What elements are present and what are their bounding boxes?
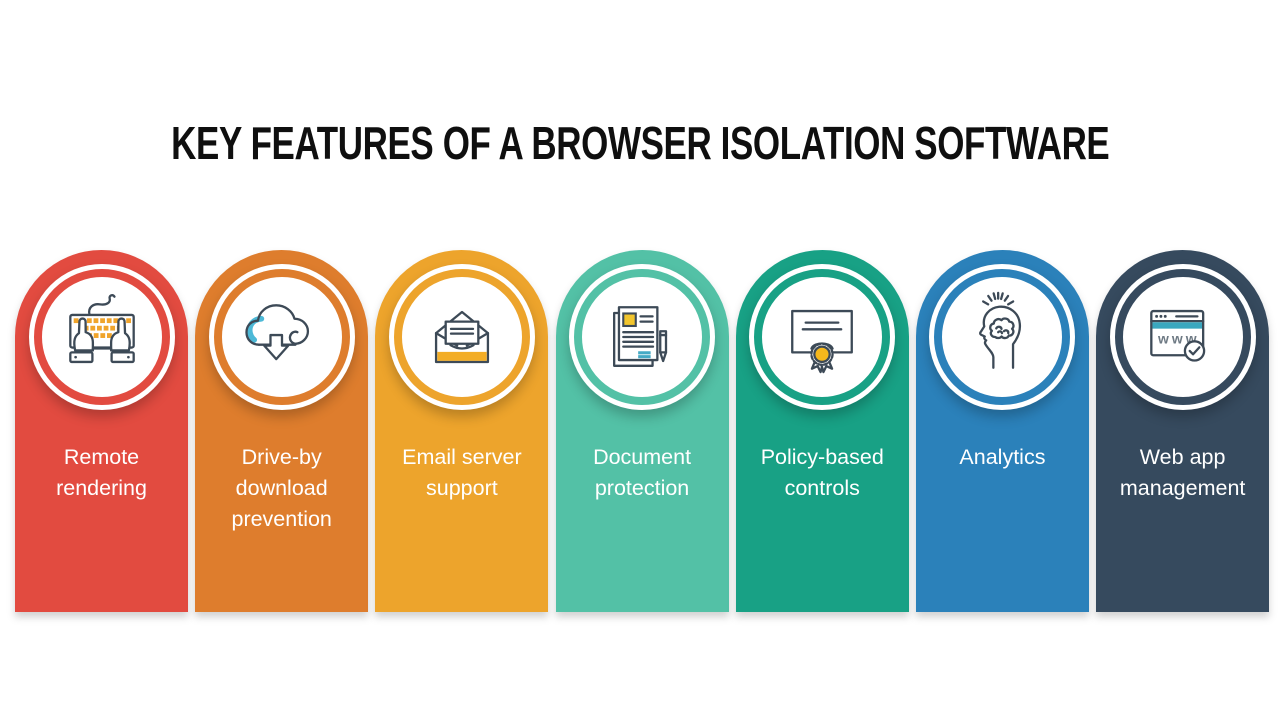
- head-brain-icon: [979, 291, 1022, 369]
- icon-badge: [929, 264, 1076, 410]
- feature-card-document-protection: Document protection: [555, 250, 729, 612]
- icon-badge: www: [1109, 264, 1256, 410]
- feature-label: Document protection: [593, 445, 692, 500]
- browser-www-label: www: [1157, 331, 1200, 347]
- feature-label: Email server support: [402, 445, 522, 500]
- icon-badge: [569, 264, 716, 410]
- feature-label: Drive-by download prevention: [231, 445, 332, 531]
- feature-card-webapp-management: www Web app management: [1096, 250, 1270, 612]
- feature-label: Policy-based controls: [760, 445, 884, 500]
- document-pen-icon: [613, 306, 668, 367]
- feature-columns: Remote rendering Drive-by download preve…: [15, 250, 1270, 612]
- feature-card-email-server: Email server support: [375, 250, 549, 612]
- page-title-text: KEY FEATURES OF A BROWSER ISOLATION SOFT…: [170, 117, 1110, 169]
- icon-badge: [208, 264, 355, 410]
- feature-card-remote-rendering: Remote rendering: [15, 250, 188, 612]
- icon-badge: [388, 264, 535, 410]
- feature-card-policy-controls: Policy-based controls: [735, 250, 909, 612]
- page-title: KEY FEATURES OF A BROWSER ISOLATION SOFT…: [0, 116, 1280, 170]
- feature-label: Remote rendering: [56, 445, 147, 500]
- cloud-download-icon: [245, 304, 309, 361]
- feature-card-analytics: Analytics: [915, 250, 1089, 612]
- browser-www-icon: www: [1149, 309, 1205, 362]
- feature-card-driveby-download: Drive-by download prevention: [195, 250, 369, 612]
- icon-badge: [749, 264, 896, 410]
- feature-label: Analytics: [959, 445, 1046, 469]
- certificate-ribbon-icon: [791, 309, 854, 374]
- keyboard-hands-icon: [68, 294, 135, 364]
- icon-badge: [28, 264, 175, 410]
- feature-label: Web app management: [1119, 445, 1246, 500]
- email-envelope-icon: [434, 310, 489, 364]
